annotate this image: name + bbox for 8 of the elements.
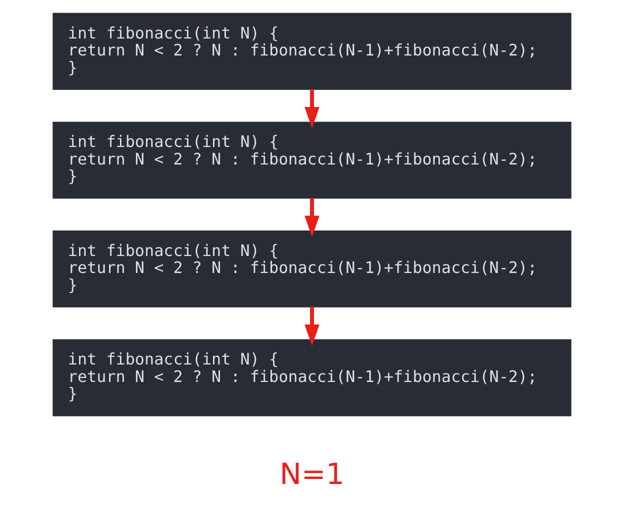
node-box: int fibonacci(int N) { return N < 2 ? N : fibonacci(N-1)+fibonacci(N-2); } — [52, 339, 571, 416]
arrow — [304, 89, 319, 128]
arrow — [304, 198, 319, 238]
node-box: int fibonacci(int N) { return N < 2 ? N : fibonacci(N-1)+fibonacci(N-2); } — [52, 230, 571, 308]
arrow — [304, 306, 319, 346]
label: N=1 — [279, 456, 344, 491]
node-box: int fibonacci(int N) { return N < 2 ? N : fibonacci(N-1)+fibonacci(N-2); } — [52, 12, 571, 90]
node-box: int fibonacci(int N) { return N < 2 ? N : fibonacci(N-1)+fibonacci(N-2); } — [52, 122, 571, 199]
